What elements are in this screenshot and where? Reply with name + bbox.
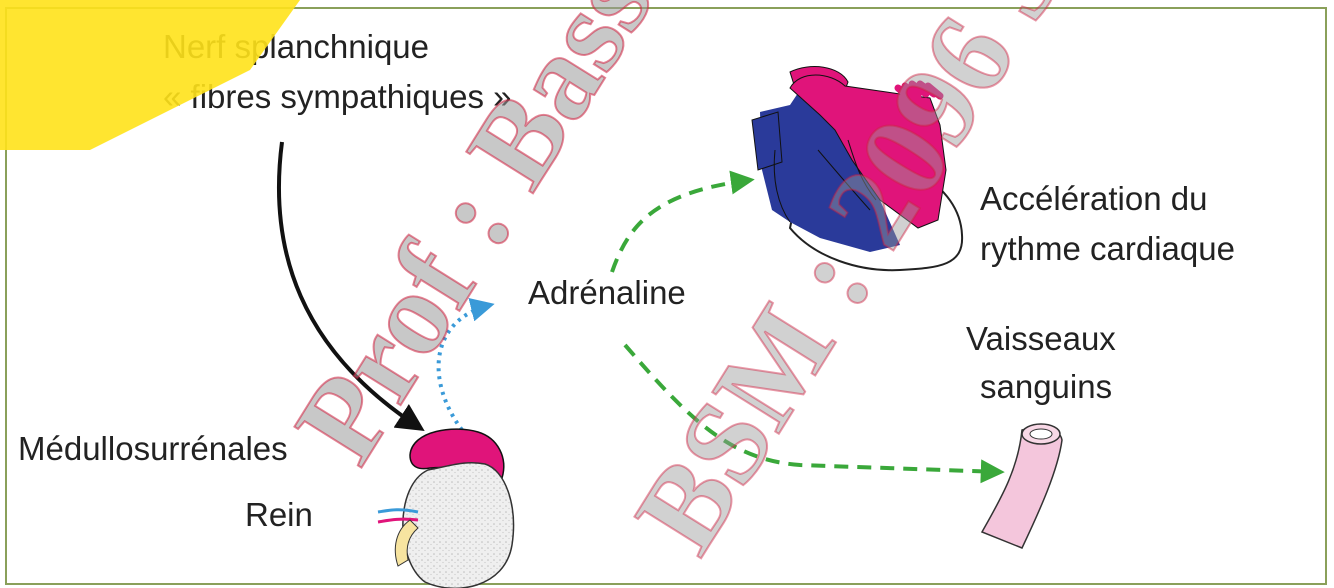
adrenal-medulla-label: Médullosurrénales	[18, 428, 288, 469]
adrenaline-label: Adrénaline	[528, 272, 686, 313]
nerve-arrow	[279, 142, 420, 428]
nerve-label: Nerf splanchnique	[163, 26, 429, 67]
nerve-fibers-label: « fibres sympathiques »	[163, 76, 512, 117]
kidney-icon	[378, 463, 513, 588]
heart-effect-label-2: rythme cardiaque	[980, 228, 1235, 269]
blood-vessel-icon	[982, 424, 1062, 548]
vessels-label: Vaisseaux	[966, 318, 1116, 359]
adrenaline-to-heart-arrow	[612, 180, 750, 272]
secretion-arrow	[439, 305, 490, 430]
vessels-label-2: sanguins	[980, 366, 1112, 407]
kidney-label: Rein	[245, 494, 313, 535]
adrenaline-to-vessels-arrow	[625, 345, 1000, 472]
heart-effect-label: Accélération du	[980, 178, 1207, 219]
heart-icon	[752, 67, 962, 271]
